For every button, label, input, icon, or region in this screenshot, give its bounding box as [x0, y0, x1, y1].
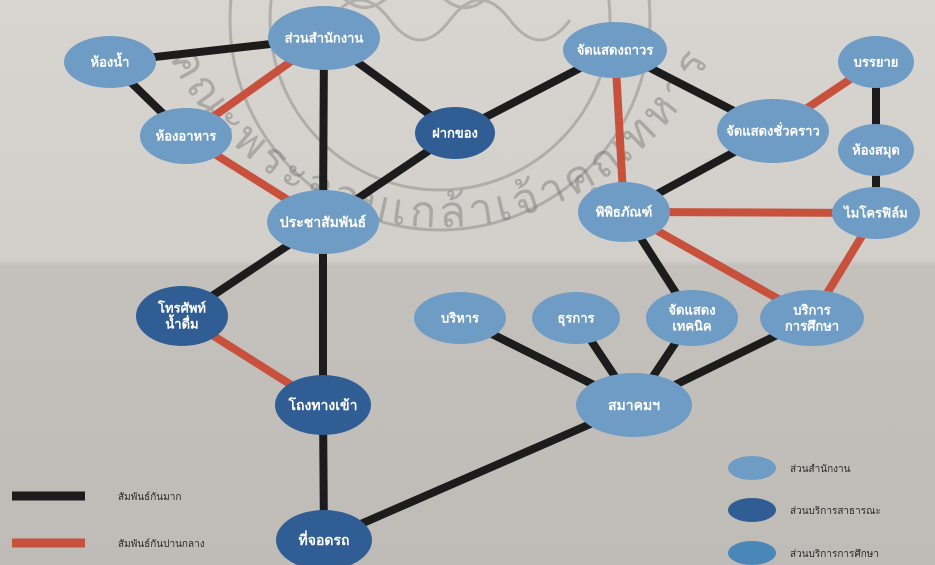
node-label: บริหาร	[441, 312, 479, 327]
nodes: ห้องน้ำส่วนสำนักงานจัดแสดงถาวรบรรยายห้อง…	[64, 6, 920, 565]
edge-thi_jot_rot-samakhom-strong	[322, 401, 636, 544]
legend-swatch-office	[728, 456, 776, 480]
node-label: การศึกษา	[785, 319, 839, 335]
node-prachasamphan: ประชาสัมพันธ์	[267, 190, 379, 254]
node-shape	[276, 510, 372, 565]
node-khong-thi-raluek: โทรศัพท์น้ำดื่ม	[136, 286, 228, 346]
node-shape	[64, 36, 156, 88]
node-label: จัดแสดงถาวร	[577, 44, 654, 59]
node-shape	[267, 190, 379, 254]
node-hong-ahan: ห้องอาหาร	[140, 108, 232, 164]
node-label: ที่จอดรถ	[299, 530, 350, 549]
node-shape	[415, 107, 495, 159]
node-suan-nak-ngan: ส่วนสำนักงาน	[268, 6, 380, 70]
legend-swatch-public	[728, 498, 776, 522]
node-label: จัดแสดง	[668, 304, 715, 319]
node-shape	[832, 187, 920, 239]
node-label: จัดแสดงชั่วคราว	[726, 122, 820, 140]
node-phiphitthaphan: พิพิธภัณฑ์	[578, 182, 670, 242]
node-chat-sadaeng-thawon: จัดแสดงถาวร	[563, 22, 667, 78]
node-shape	[563, 22, 667, 78]
legend-swatch-education	[728, 541, 776, 565]
node-samakhom: สมาคมฯ	[576, 373, 692, 437]
node-shape	[646, 290, 738, 346]
node-shape	[414, 292, 506, 344]
node-shape	[838, 124, 914, 176]
node-shape	[717, 99, 829, 163]
node-label: เทคนิค	[672, 320, 711, 335]
node-shape	[275, 375, 371, 435]
node-shape	[760, 290, 864, 346]
node-shape	[532, 292, 620, 344]
legend-node-label: ส่วนบริการการศึกษา	[790, 548, 879, 560]
node-hong-samut: ห้องสมุด	[838, 124, 914, 176]
legend-node-label: ส่วนบริการสาธารณะ	[790, 506, 881, 517]
legend-node-label: ส่วนสำนักงาน	[790, 464, 851, 475]
node-label: ไมโครฟิล์ม	[842, 205, 908, 222]
node-borikan-sueksa: บริการการศึกษา	[760, 290, 864, 346]
node-label: ฝากของ	[432, 127, 478, 142]
node-borihan: บริหาร	[414, 292, 506, 344]
node-hong-nam: ห้องน้ำ	[64, 36, 156, 88]
node-label: ห้องอาหาร	[156, 129, 217, 145]
node-thi-jot-rot: ที่จอดรถ	[276, 510, 372, 565]
legend-line-label: สัมพันธ์กันปานกลาง	[118, 538, 205, 550]
node-shape	[576, 373, 692, 437]
node-label: โถงทางเข้า	[288, 396, 358, 414]
node-label: ห้องน้ำ	[91, 52, 130, 71]
node-ong-thang-khao: โถงทางเข้า	[275, 375, 371, 435]
node-shape	[136, 286, 228, 346]
node-shape	[268, 6, 380, 70]
node-thurakan: ธุรการ	[532, 292, 620, 344]
node-shape	[140, 108, 232, 164]
node-label: สมาคมฯ	[608, 398, 660, 414]
node-label: พิพิธภัณฑ์	[596, 205, 653, 221]
node-rak-khong: ฝากของ	[415, 107, 495, 159]
node-label: บรรยาย	[854, 56, 899, 71]
node-label: ส่วนสำนักงาน	[285, 31, 364, 47]
node-label: บริการ	[793, 304, 830, 319]
watermark-seal	[228, 0, 652, 232]
node-chat-sadaeng-chuakhrao: จัดแสดงชั่วคราว	[717, 99, 829, 163]
node-label: โทรศัพท์	[157, 300, 206, 317]
node-shape	[838, 36, 914, 88]
node-shape	[578, 182, 670, 242]
node-label: ธุรการ	[557, 312, 594, 327]
node-label: ประชาสัมพันธ์	[280, 214, 366, 231]
node-micro-film: ไมโครฟิล์ม	[832, 187, 920, 239]
node-label: ห้องสมุด	[852, 143, 900, 159]
node-label: น้ำดื่ม	[165, 314, 198, 333]
node-banyai: บรรยาย	[838, 36, 914, 88]
legend-line-label: สัมพันธ์กันมาก	[118, 491, 181, 503]
